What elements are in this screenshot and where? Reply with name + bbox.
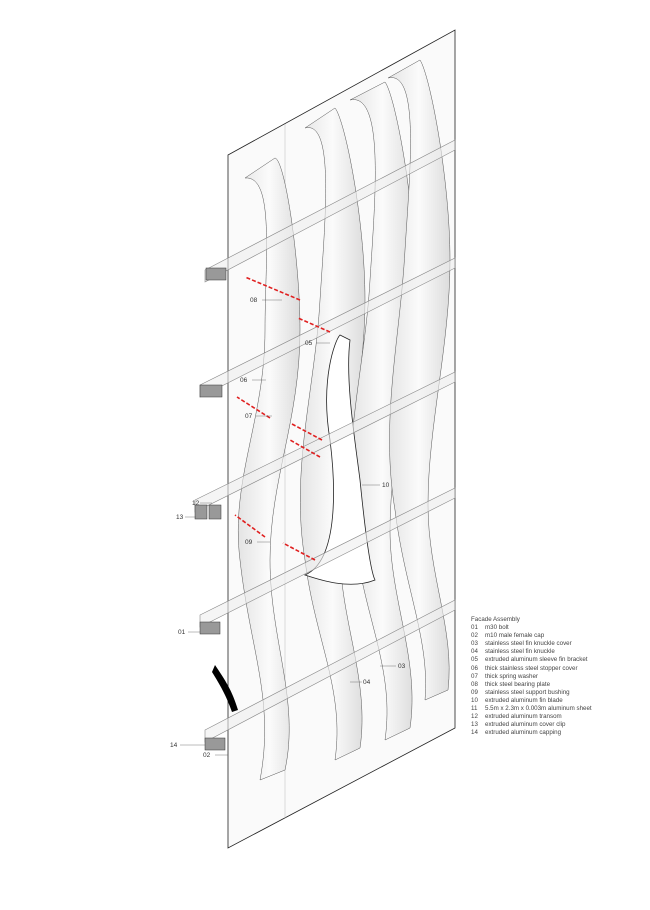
legend-item-number: 03 (471, 640, 478, 648)
legend-item-text: thick steel bearing plate (485, 680, 551, 688)
callout-06: 06 (240, 377, 248, 384)
legend-item-text: extruded aluminum cover clip (485, 721, 566, 729)
legend-item: 05 extruded aluminum sleeve fin bracket (471, 656, 592, 664)
panel-cutout-edge (212, 665, 238, 712)
end-caps (194, 267, 227, 751)
legend-item: 09 stainless steel support bushing (471, 689, 592, 697)
callout-08: 08 (250, 297, 258, 304)
callout-09: 09 (245, 539, 253, 546)
assembly-arrows (234, 276, 331, 561)
legend-item-number: 07 (471, 672, 478, 680)
fin-blade-exploded (303, 334, 376, 585)
callout-02: 02 (203, 752, 211, 759)
legend-title: Facade Assembly (471, 616, 520, 623)
legend-item-text: extruded aluminum transom (485, 713, 562, 721)
legend-item: 03 stainless steel fin knuckle cover (471, 640, 592, 648)
legend-item-text: thick stainless steel stopper cover (485, 664, 578, 672)
legend-item-number: 11 (471, 705, 478, 713)
callout-07: 07 (245, 413, 253, 420)
legend-item: 10 extruded aluminum fin blade (471, 697, 592, 705)
legend-item: 04 stainless steel fin knuckle (471, 648, 592, 656)
legend-item: 01 m30 bolt (471, 624, 592, 632)
legend-item-number: 09 (471, 688, 478, 696)
legend-item-number: 14 (471, 729, 478, 737)
callout-04: 04 (363, 679, 371, 686)
callout-14: 14 (170, 742, 178, 749)
legend-item: 14 extruded aluminum capping (471, 729, 592, 737)
legend-item-number: 02 (471, 632, 478, 640)
legend-item: 13 extruded aluminum cover clip (471, 721, 592, 729)
legend-item-text: m10 male female cap (485, 632, 545, 640)
legend-item-number: 12 (471, 713, 478, 721)
legend-item-number: 01 (471, 624, 478, 632)
legend-item-text: stainless steel fin knuckle cover (485, 640, 572, 648)
legend-item: 02 m10 male female cap (471, 632, 592, 640)
callout-12: 12 (192, 500, 200, 507)
legend-item-text: stainless steel fin knuckle (485, 648, 555, 656)
legend-item: 12 extruded aluminum transom (471, 713, 592, 721)
legend-item-number: 05 (471, 656, 478, 664)
legend-item: 08 thick steel bearing plate (471, 681, 592, 689)
legend-item-number: 06 (471, 664, 478, 672)
legend-item: 07 thick spring washer (471, 673, 592, 681)
callout-leaders (180, 299, 396, 756)
legend: Facade Assembly 01 m30 bolt 02 m10 male fem… (471, 616, 592, 737)
legend-item: 06 thick stainless steel stopper cover (471, 665, 592, 673)
callout-10: 10 (382, 482, 390, 489)
transoms (194, 139, 456, 743)
legend-item-text: 5.5m x 2.3m x 0.003m aluminum sheet (485, 705, 592, 713)
callout-03: 03 (398, 663, 406, 670)
legend-item-number: 10 (471, 696, 478, 704)
legend-item-text: extruded aluminum fin blade (485, 696, 563, 704)
legend-item-text: stainless steel support bushing (485, 688, 570, 696)
legend-item: 11 5.5m x 2.3m x 0.003m aluminum sheet (471, 705, 592, 713)
legend-item-text: extruded aluminum capping (485, 729, 562, 737)
legend-item-number: 13 (471, 721, 478, 729)
callout-13: 13 (176, 514, 184, 521)
callout-05: 05 (305, 340, 313, 347)
callout-01: 01 (178, 629, 186, 636)
legend-item-number: 08 (471, 680, 478, 688)
legend-item-text: thick spring washer (485, 672, 538, 680)
legend-item-text: m30 bolt (485, 624, 509, 632)
legend-item-text: extruded aluminum sleeve fin bracket (485, 656, 588, 664)
legend-item-number: 04 (471, 648, 478, 656)
